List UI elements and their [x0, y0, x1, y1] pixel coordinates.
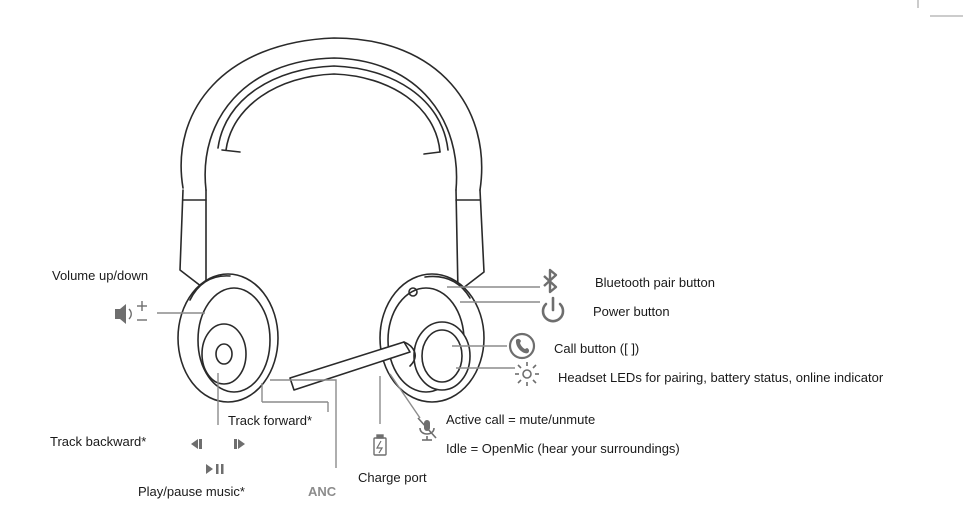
anc-label: ANC — [308, 484, 337, 499]
battery-charge-icon — [373, 434, 387, 456]
microphone-mute-icon — [417, 417, 437, 441]
openmic-label: Idle = OpenMic (hear your surroundings) — [446, 441, 680, 456]
headset-leds-label: Headset LEDs for pairing, battery status… — [558, 370, 884, 385]
power-button-label: Power button — [593, 304, 670, 319]
track-back-icon — [191, 439, 202, 449]
speaker-volume-icon — [115, 301, 147, 324]
mute-label: Active call = mute/unmute — [446, 412, 596, 427]
charge-port-label: Charge port — [358, 470, 427, 485]
bluetooth-pair-label: Bluetooth pair button — [595, 275, 715, 290]
play-pause-icon — [206, 464, 224, 474]
track-forward-label: Track forward* — [228, 413, 313, 428]
track-forward-icon — [234, 439, 245, 449]
power-icon — [541, 296, 565, 323]
leader-lines — [157, 286, 540, 468]
headset-illustration — [177, 37, 485, 403]
track-backward-label: Track backward* — [50, 434, 147, 449]
call-button-label: Call button ([ ]) — [554, 341, 640, 356]
page-corner-mark — [917, 0, 963, 17]
phone-icon — [508, 332, 536, 360]
led-light-icon — [515, 362, 539, 386]
play-pause-label: Play/pause music* — [138, 484, 245, 499]
bluetooth-icon — [543, 268, 558, 294]
volume-label: Volume up/down — [52, 268, 149, 283]
